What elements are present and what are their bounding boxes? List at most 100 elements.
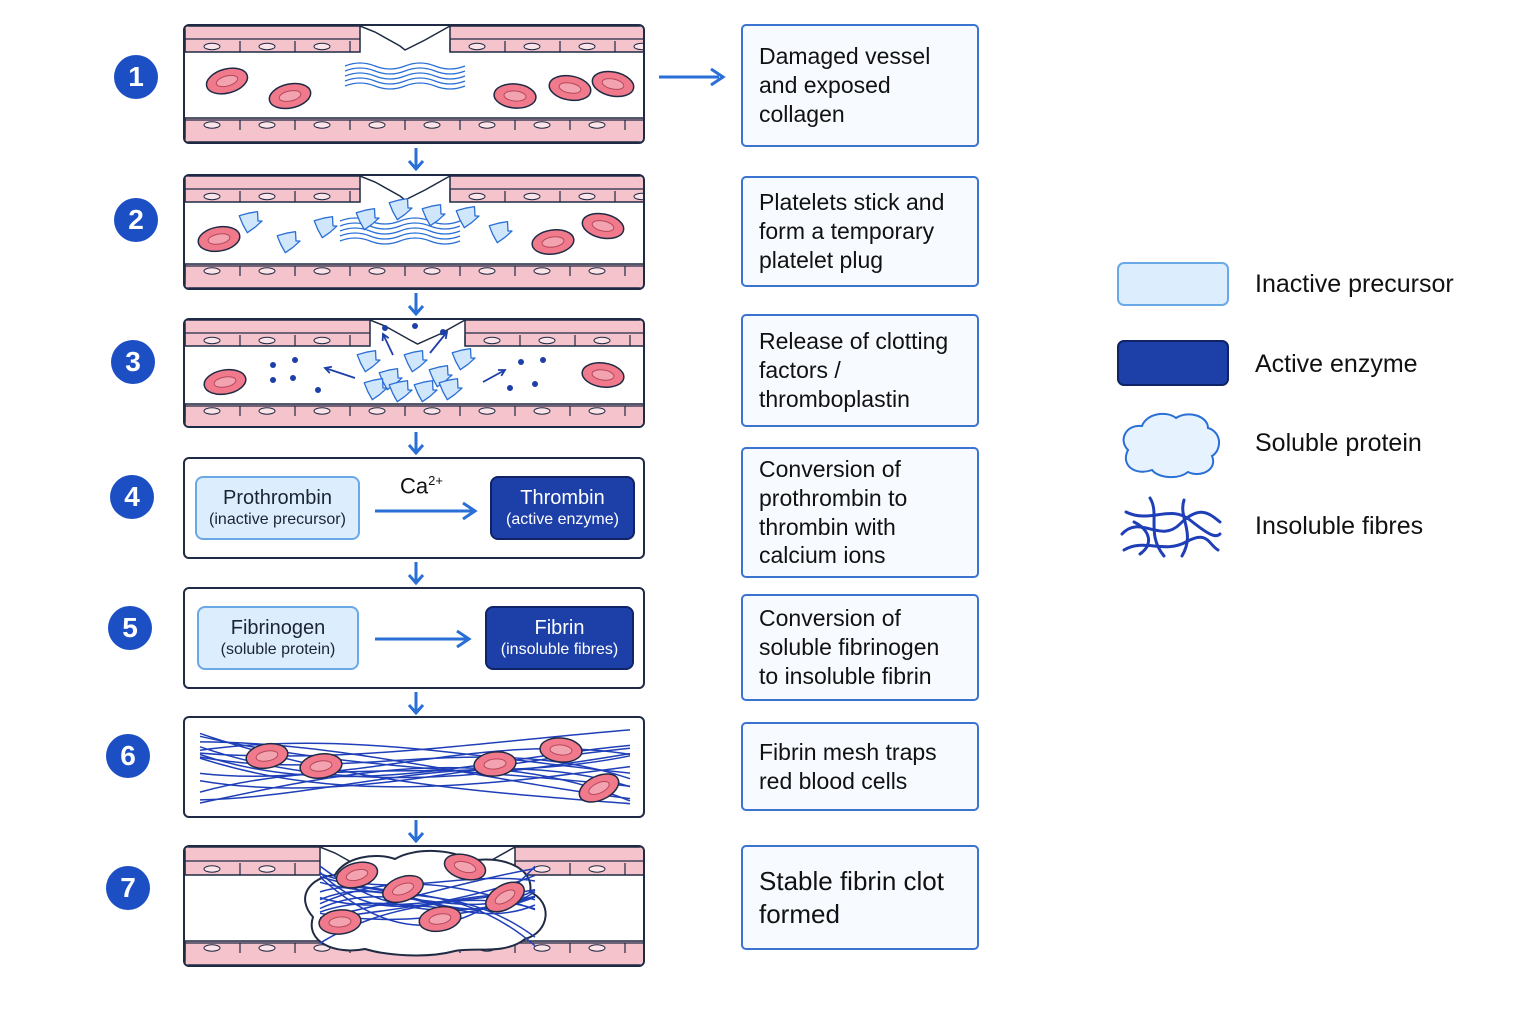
release-arrow-icon: [382, 333, 394, 356]
red-blood-cell-icon: [203, 368, 247, 396]
step-number-3: 3: [111, 340, 155, 384]
red-blood-cell-icon: [531, 229, 575, 255]
platelet-icon: [421, 203, 446, 227]
endothelial-nucleus: [633, 192, 643, 201]
endothelial-nucleus: [313, 336, 331, 345]
endothelial-nucleus: [538, 336, 556, 345]
platelet-icon: [276, 230, 301, 254]
step-number-4: 4: [110, 475, 154, 519]
endothelial-nucleus: [533, 267, 551, 275]
clotting-factor-dot: [292, 357, 298, 363]
insoluble-fibres-icon: [1120, 496, 1222, 558]
platelet-plug-illustration: [185, 176, 643, 288]
active-enzyme-swatch: [1117, 340, 1229, 386]
conversion-arrow-icon: [375, 501, 478, 521]
red-blood-cell-icon: [245, 742, 289, 770]
endothelial-nucleus: [588, 944, 606, 952]
collagen-fibre: [344, 72, 466, 80]
endothelial-nucleus: [313, 42, 331, 51]
thrombin-label: Thrombin: [520, 487, 605, 509]
conversion-arrow-icon: [375, 629, 472, 649]
clotting-factor-dot: [532, 381, 538, 387]
red-blood-cell-icon: [591, 70, 635, 98]
panel-platelet-plug: [183, 174, 645, 290]
platelet-icon: [356, 349, 381, 373]
endothelial-nucleus: [468, 42, 486, 51]
endothelial-nucleus: [523, 192, 541, 201]
step-6-description: Fibrin mesh traps red blood cells: [741, 722, 979, 811]
red-blood-cell-icon: [197, 225, 241, 253]
endothelial-nucleus: [258, 944, 276, 952]
clotting-factor-dot: [540, 357, 546, 363]
damaged-wall-edge: [369, 320, 466, 345]
damaged-vessel-illustration: [185, 26, 643, 142]
fibrin-strand: [199, 768, 631, 801]
endothelial-nucleus: [368, 121, 386, 129]
red-blood-cell-icon: [299, 753, 343, 779]
red-blood-cell-icon: [318, 909, 362, 935]
endothelial-nucleus: [578, 42, 596, 51]
endothelial-nucleus: [313, 192, 331, 201]
fibrin-mesh-illustration: [199, 729, 631, 805]
endothelial-nucleus: [588, 865, 606, 873]
endothelial-nucleus: [203, 336, 221, 345]
endothelial-nucleus: [533, 121, 551, 129]
endothelial-nucleus: [633, 42, 643, 51]
red-blood-cell-icon: [581, 362, 625, 388]
down-arrow-icon: [407, 432, 425, 456]
prothrombin-label: Prothrombin: [223, 487, 332, 509]
endothelial-nucleus: [578, 192, 596, 201]
endothelial-nucleus: [478, 407, 496, 415]
down-arrow-icon: [407, 148, 425, 172]
endothelial-nucleus: [423, 267, 441, 275]
fibrin-strand: [199, 741, 631, 800]
vessel-wall-segment: [185, 263, 643, 288]
endothelial-nucleus: [593, 336, 611, 345]
endothelial-nucleus: [203, 42, 221, 51]
step-1-description: Damaged vessel and exposed collagen: [741, 24, 979, 147]
panel-fibrin-mesh: [183, 716, 645, 818]
endothelial-nucleus: [423, 407, 441, 415]
legend-label-active-enzyme: Active enzyme: [1255, 350, 1418, 378]
vessel-wall-segment: [185, 403, 643, 426]
platelet-icon: [388, 197, 413, 221]
side-arrow-icon: [659, 67, 726, 87]
endothelial-nucleus: [588, 267, 606, 275]
calcium-ion-label: Ca2+: [400, 473, 443, 499]
clotting-factor-dot: [382, 325, 388, 331]
platelet-icon: [413, 379, 438, 403]
endothelial-nucleus: [533, 407, 551, 415]
fibrinogen-box: Fibrinogen (soluble protein): [197, 606, 359, 670]
red-blood-cell-icon: [335, 861, 379, 889]
step-number-6: 6: [106, 734, 150, 778]
endothelial-nucleus: [368, 267, 386, 275]
panel-prothrombin-conversion: Prothrombin (inactive precursor) Ca2+ Th…: [183, 457, 645, 559]
red-blood-cell-icon: [581, 212, 625, 240]
fibrinogen-sub-label: (soluble protein): [220, 641, 336, 658]
red-blood-cell-icon: [418, 905, 462, 933]
endothelial-nucleus: [483, 336, 501, 345]
collagen-fibre: [339, 237, 461, 245]
red-blood-cell-icon: [493, 83, 537, 109]
endothelial-nucleus: [258, 267, 276, 275]
collagen-fibre: [344, 82, 466, 90]
clotting-factor-dot: [270, 362, 276, 368]
red-blood-cell-icon: [473, 751, 517, 777]
collagen-fibre: [344, 77, 466, 85]
endothelial-nucleus: [423, 121, 441, 129]
endothelial-nucleus: [478, 121, 496, 129]
panel-stable-clot: [183, 845, 645, 967]
step-2-description: Platelets stick and form a temporary pla…: [741, 176, 979, 287]
endothelial-nucleus: [258, 121, 276, 129]
stable-clot-illustration: [185, 847, 643, 965]
release-arrow-icon: [429, 331, 448, 354]
clotting-factors-illustration: [185, 320, 643, 426]
platelet-icon: [363, 377, 388, 401]
endothelial-nucleus: [523, 42, 541, 51]
clotting-factor-dot: [518, 359, 524, 365]
prothrombin-box: Prothrombin (inactive precursor): [195, 476, 360, 540]
endothelial-nucleus: [588, 121, 606, 129]
platelet-icon: [238, 210, 263, 234]
collagen-fibre: [339, 227, 461, 235]
endothelial-nucleus: [203, 407, 221, 415]
